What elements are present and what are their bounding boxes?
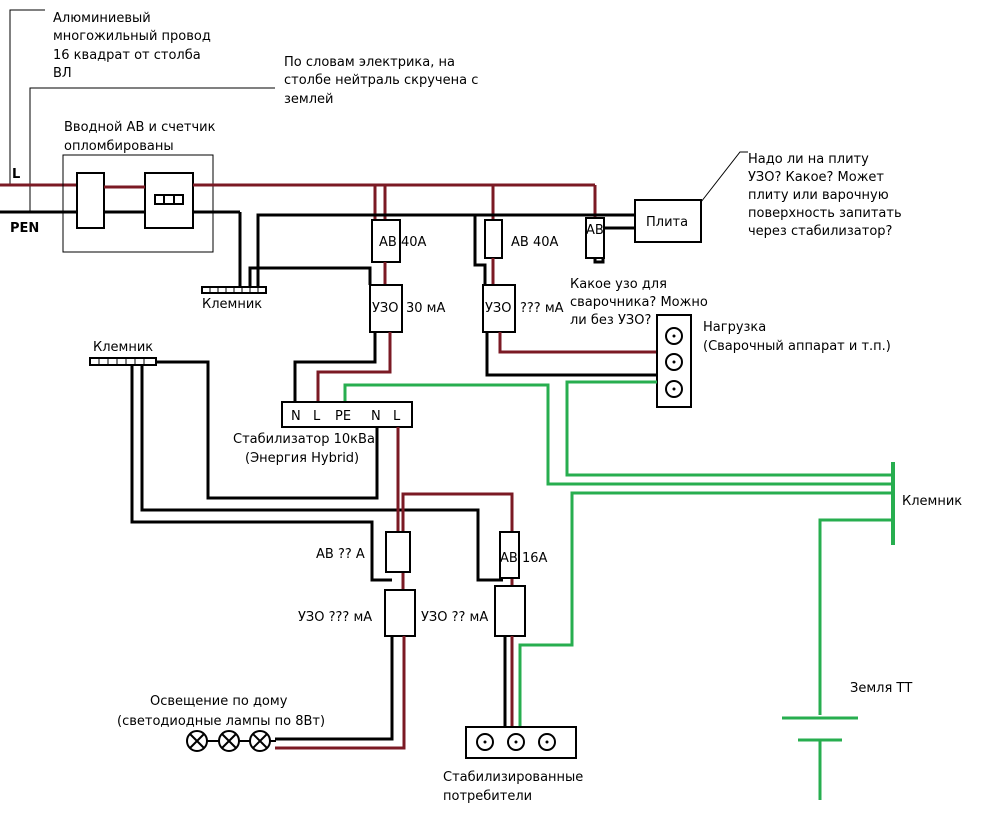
rcd-unknown: [482, 284, 516, 333]
intro-note: Вводной АВ и счетчик опломбированы: [64, 120, 216, 154]
meter-display: [154, 194, 184, 205]
rcd-unknown-value: ??? мА: [520, 301, 564, 316]
consumer-socket-block: [465, 726, 577, 759]
lighting-label-line-1: Освещение по дому: [150, 694, 288, 709]
breaker-16a-label: АВ 16А: [500, 551, 547, 566]
stove-label: Плита: [646, 215, 688, 230]
terminal-label-2: Клемник: [93, 340, 153, 355]
terminal-block-2: [89, 357, 157, 366]
stabilizer-label-line-1: Стабилизатор 10кВа: [233, 432, 375, 447]
consumers-label-line-1: Стабилизированные: [443, 770, 583, 785]
terminal-block-1: [201, 286, 267, 294]
load-label: Нагрузка (Сварочный аппарат и т.п.): [703, 320, 891, 354]
lamp-group: [186, 730, 276, 752]
lighting-label: Освещение по дому (светодиодные лампы по…: [117, 694, 325, 729]
load-socket-block: [656, 314, 692, 408]
intro-enclosure: [62, 154, 214, 253]
breaker-16a: [499, 531, 520, 579]
neutral-bus: [193, 210, 635, 288]
breaker-unknown: [385, 531, 411, 573]
stabilizer-terminals: N L PE N L: [291, 409, 401, 424]
feed-note-line-2: многожильный провод: [53, 29, 211, 44]
neutral-note: По словам электрика, на столбе нейтраль …: [284, 55, 478, 107]
stab-terminal-L2: L: [393, 409, 401, 424]
breaker-av-label: АВ: [586, 223, 604, 238]
welder-question-line-3: ли без УЗО?: [570, 313, 651, 328]
ground-label: Земля ТТ: [850, 681, 912, 696]
intro-note-line-2: опломбированы: [64, 139, 174, 154]
stove-question: Надо ли на плиту УЗО? Какое? Может плиту…: [748, 152, 902, 239]
rcd-30-value: 30 мА: [406, 301, 445, 316]
load-label-line-1: Нагрузка: [703, 320, 766, 335]
breaker-av: [585, 217, 605, 259]
welder-question-line-1: Какое узо для: [570, 277, 667, 292]
consumers-label-line-2: потребители: [443, 789, 532, 804]
incoming-feed: [0, 9, 275, 214]
rcd-consumers-label: УЗО ?? мА: [421, 610, 488, 625]
neutral-note-line-3: землей: [284, 92, 333, 107]
label-PEN: PEN: [10, 221, 39, 236]
welder-question-line-2: сварочника? Можно: [570, 295, 708, 310]
terminal-label-1: Клемник: [202, 297, 262, 312]
intro-breaker: [76, 172, 105, 229]
neutral-note-line-2: столбе нейтраль скручена с: [284, 73, 478, 88]
stove-question-line-4: поверхность запитать: [748, 206, 902, 221]
breaker-40a-1-label: АВ 40А: [379, 235, 426, 250]
load-label-line-2: (Сварочный аппарат и т.п.): [703, 339, 891, 354]
pe-wiring: [343, 380, 895, 800]
stabilizer-label: Стабилизатор 10кВа (Энергия Hybrid): [233, 432, 375, 466]
feed-callout-line: [9, 9, 45, 185]
neutral-note-line-1: По словам электрика, на: [284, 55, 455, 70]
intro-box: [62, 154, 214, 253]
stab-terminal-N1: N: [291, 409, 301, 424]
stab-terminal-N2: N: [371, 409, 381, 424]
rcd-lighting: [384, 589, 416, 637]
rcd-consumers: [494, 585, 526, 637]
stove-box: [634, 199, 702, 243]
stove-question-line-5: через стабилизатор?: [748, 224, 892, 239]
rcd-lighting-label: УЗО ??? мА: [298, 610, 372, 625]
neutral-callout-line: [29, 87, 275, 212]
breaker-unknown-label: АВ ?? А: [316, 547, 365, 562]
stove-question-line-3: плиту или варочную: [748, 188, 889, 203]
stove-callout: [700, 151, 748, 203]
label-L: L: [12, 167, 20, 182]
lighting-label-line-2: (светодиодные лампы по 8Вт): [117, 714, 325, 729]
rcd-unknown-label: УЗО: [485, 301, 512, 316]
rcd-30ma: [369, 284, 403, 333]
breaker-40a-2: [484, 219, 503, 259]
stove-question-line-2: УЗО? Какое? Может: [748, 170, 884, 185]
intro-note-line-1: Вводной АВ и счетчик: [64, 120, 216, 135]
terminal-label-3: Клемник: [902, 494, 962, 509]
stabilizer-box: [281, 401, 413, 428]
stabilizer-label-line-2: (Энергия Hybrid): [245, 451, 359, 466]
feed-note: Алюминиевый многожильный провод 16 квадр…: [53, 11, 211, 81]
consumers-label: Стабилизированные потребители: [443, 770, 583, 804]
feed-note-line-1: Алюминиевый: [53, 11, 151, 26]
stab-terminal-L1: L: [313, 409, 321, 424]
stab-terminal-PE: PE: [335, 409, 351, 424]
breaker-40a-2-label: АВ 40А: [511, 235, 558, 250]
consumer-sockets: [465, 726, 577, 759]
stove-question-line-1: Надо ли на плиту: [748, 152, 869, 167]
feed-note-line-4: ВЛ: [53, 66, 72, 81]
welder-question: Какое узо для сварочника? Можно ли без У…: [570, 277, 708, 328]
rcd-30-label: УЗО: [372, 301, 399, 316]
feed-note-line-3: 16 квадрат от столба: [53, 48, 201, 63]
